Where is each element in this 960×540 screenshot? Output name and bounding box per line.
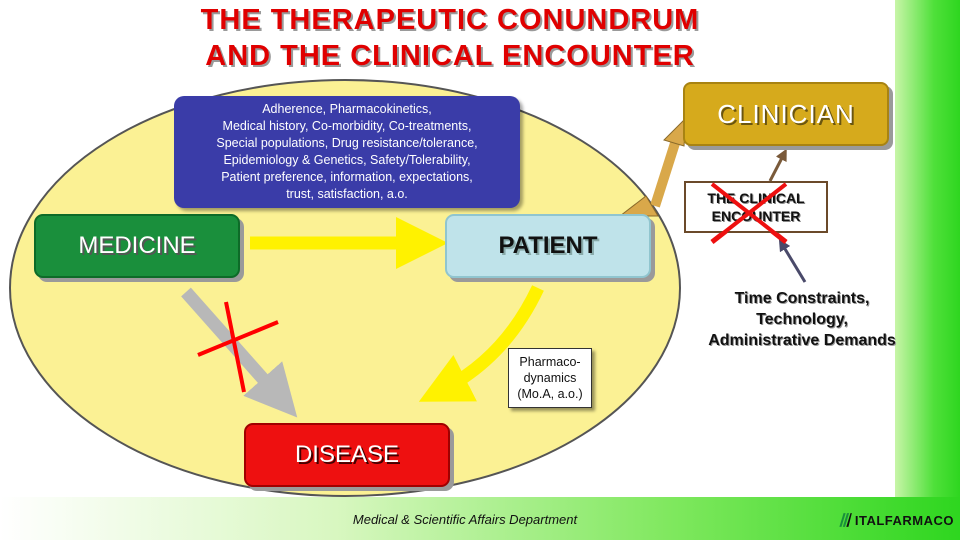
green-bottom-band bbox=[0, 497, 960, 540]
arrow-constraints-to-encounter bbox=[778, 238, 807, 283]
patient-node: PATIENT bbox=[445, 214, 651, 278]
footer-department: Medical & Scientific Affairs Department bbox=[352, 512, 578, 527]
disease-node: DISEASE bbox=[244, 423, 450, 487]
italfarmaco-logo-icon bbox=[839, 513, 852, 527]
title-line-2: AND THE CLINICAL ENCOUNTER bbox=[205, 40, 695, 72]
clinical-encounter-node: THE CLINICAL ENCOUNTER bbox=[684, 181, 828, 233]
title-line-1: THE THERAPEUTIC CONUNDRUM bbox=[200, 4, 700, 36]
medicine-node: MEDICINE bbox=[34, 214, 240, 278]
red-cross-medicine-disease-b bbox=[224, 301, 246, 393]
red-cross-medicine-disease-a bbox=[197, 320, 279, 357]
italfarmaco-logo-text: ITALFARMACO bbox=[854, 512, 954, 528]
arrow-patient-clinician bbox=[650, 138, 681, 208]
factors-box: Adherence, Pharmacokinetics, Medical his… bbox=[174, 96, 520, 208]
constraints-label: Time Constraints, Technology, Administra… bbox=[708, 289, 896, 349]
clinician-node: CLINICIAN bbox=[683, 82, 889, 146]
arrow-encounter-to-clinician bbox=[768, 148, 787, 182]
pharmacodynamics-box: Pharmaco- dynamics (Mo.A, a.o.) bbox=[508, 348, 592, 408]
arrow-patient-to-disease bbox=[418, 285, 544, 402]
italfarmaco-logo: ITALFARMACO bbox=[838, 505, 954, 535]
green-side-band bbox=[895, 0, 960, 540]
